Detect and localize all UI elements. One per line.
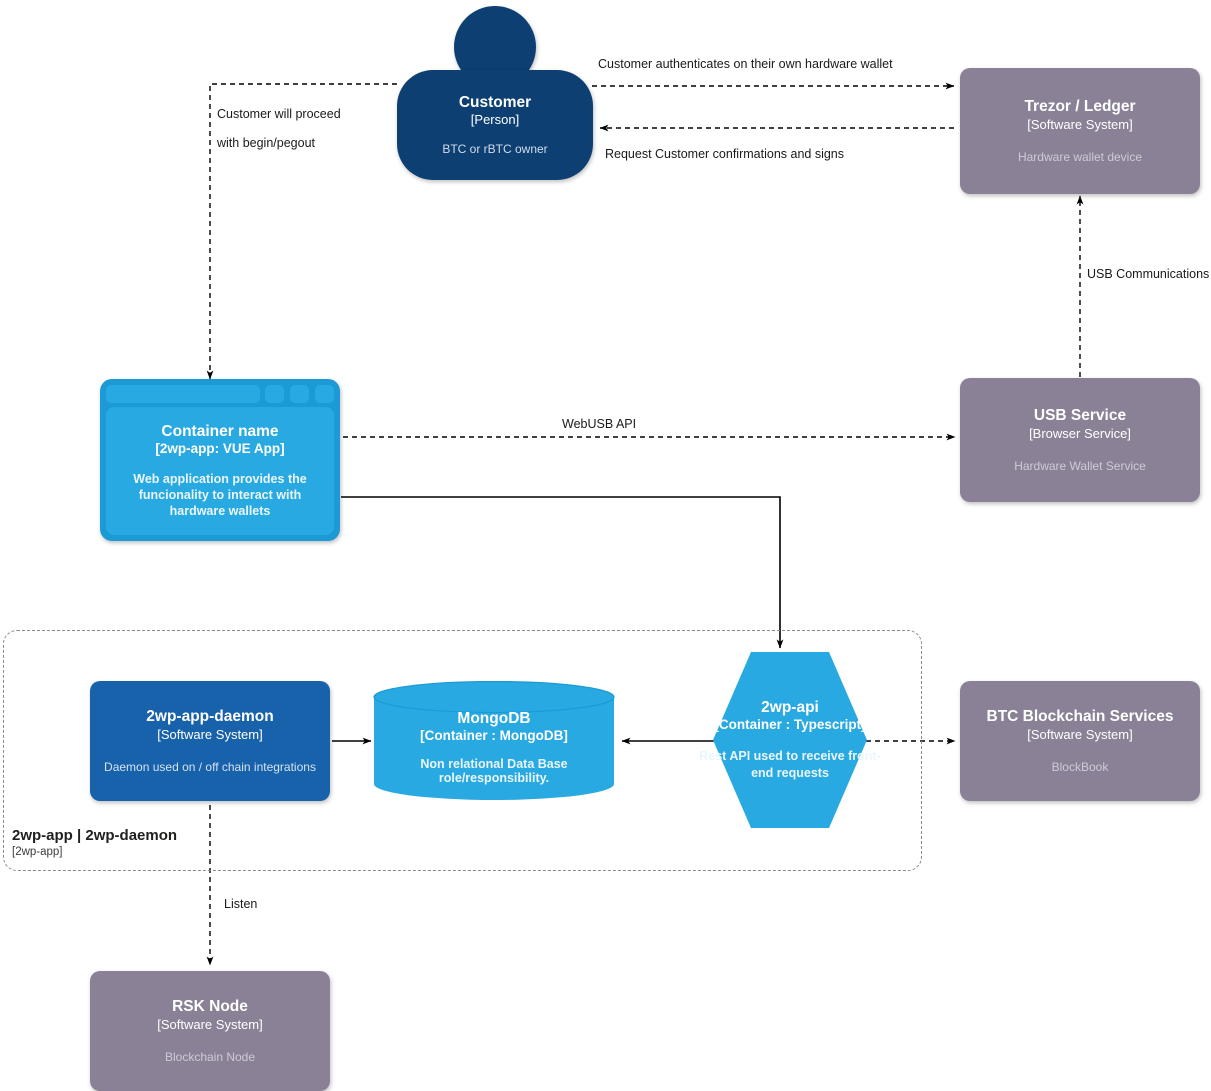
daemon-title: 2wp-app-daemon xyxy=(146,707,274,725)
hexagon-shape xyxy=(713,652,867,828)
boundary-2wp-app xyxy=(3,630,922,871)
btc-services-desc: BlockBook xyxy=(1051,759,1109,774)
edge-label-customer-to-trezor: Customer authenticates on their own hard… xyxy=(598,57,893,71)
browser-maximize-button[interactable] xyxy=(290,385,309,403)
api-text: 2wp-api [Container : Typescript] Rest AP… xyxy=(691,652,889,828)
browser-address-bar[interactable] xyxy=(106,385,260,403)
api-tech: [Container : Typescript] xyxy=(714,717,866,733)
daemon-desc: Daemon used on / off chain integrations xyxy=(104,759,316,774)
edge-customer-to-webapp xyxy=(206,83,397,380)
usb-service-tech: [Browser Service] xyxy=(1029,426,1131,442)
browser-minimize-button[interactable] xyxy=(265,385,284,403)
browser-close-button[interactable] xyxy=(315,385,334,403)
rsk-node-tech: [Software System] xyxy=(157,1017,263,1033)
node-2wp-api[interactable]: 2wp-api [Container : Typescript] Rest AP… xyxy=(699,652,881,828)
cylinder-shape xyxy=(373,681,615,800)
web-app-title: Container name xyxy=(161,422,279,440)
rsk-node-desc: Blockchain Node xyxy=(164,1049,256,1064)
edge-webapp-to-api xyxy=(341,496,784,649)
node-trezor-ledger[interactable]: Trezor / Ledger [Software System] Hardwa… xyxy=(960,68,1200,194)
daemon-tech: [Software System] xyxy=(157,727,263,743)
mongodb-title: MongoDB xyxy=(457,710,531,727)
api-title: 2wp-api xyxy=(761,699,819,717)
api-desc: Rest API used to receive front-end reque… xyxy=(699,749,881,780)
edge-label-listen: Listen xyxy=(224,897,258,911)
node-web-app[interactable]: Container name [2wp-app: VUE App] Web ap… xyxy=(100,379,340,541)
node-mongodb[interactable]: MongoDB [Container : MongoDB] Non relati… xyxy=(373,681,615,800)
customer-desc: BTC or rBTC owner xyxy=(442,142,548,156)
btc-services-tech: [Software System] xyxy=(1027,727,1133,743)
edge-label-webusb-api: WebUSB API xyxy=(562,417,637,431)
usb-service-desc: Hardware Wallet Service xyxy=(1014,458,1146,473)
node-btc-blockchain-services[interactable]: BTC Blockchain Services [Software System… xyxy=(960,681,1200,801)
mongodb-text: MongoDB [Container : MongoDB] Non relati… xyxy=(373,681,615,800)
edge-label-trezor-to-customer: Request Customer confirmations and signs xyxy=(605,147,845,161)
btc-services-title: BTC Blockchain Services xyxy=(986,707,1174,725)
customer-title: Customer xyxy=(458,94,532,111)
trezor-title: Trezor / Ledger xyxy=(1024,97,1136,115)
trezor-desc: Hardware wallet device xyxy=(1017,149,1143,164)
edge-label-usb-communications: USB Communications xyxy=(1087,267,1210,281)
rsk-node-title: RSK Node xyxy=(172,997,248,1015)
trezor-tech: [Software System] xyxy=(1027,117,1133,133)
node-usb-service[interactable]: USB Service [Browser Service] Hardware W… xyxy=(960,378,1200,502)
node-customer[interactable]: Customer [Person] BTC or rBTC owner xyxy=(397,70,593,180)
boundary-label-title: 2wp-app | 2wp-daemon xyxy=(12,827,178,844)
edge-label-customer-to-webapp-line1: Customer will proceed xyxy=(217,107,341,121)
usb-service-title: USB Service xyxy=(1033,406,1127,424)
web-app-tech: [2wp-app: VUE App] xyxy=(155,440,285,456)
browser-content: Container name [2wp-app: VUE App] Web ap… xyxy=(106,407,334,535)
edge-label-customer-to-webapp-line2: with begin/pegout xyxy=(217,136,315,150)
boundary-label-tech: [2wp-app] xyxy=(12,846,63,858)
mongodb-desc: Non relational Data Base role/responsibi… xyxy=(420,757,568,785)
mongodb-tech: [Container : MongoDB] xyxy=(420,728,568,743)
customer-tech: [Person] xyxy=(470,112,520,127)
web-app-desc: Web application provides the funcionalit… xyxy=(133,471,307,519)
browser-title-bar xyxy=(106,385,334,403)
boundary-label: 2wp-app | 2wp-daemon [2wp-app] xyxy=(12,827,177,858)
node-2wp-app-daemon[interactable]: 2wp-app-daemon [Software System] Daemon … xyxy=(90,681,330,801)
node-rsk-node[interactable]: RSK Node [Software System] Blockchain No… xyxy=(90,971,330,1091)
